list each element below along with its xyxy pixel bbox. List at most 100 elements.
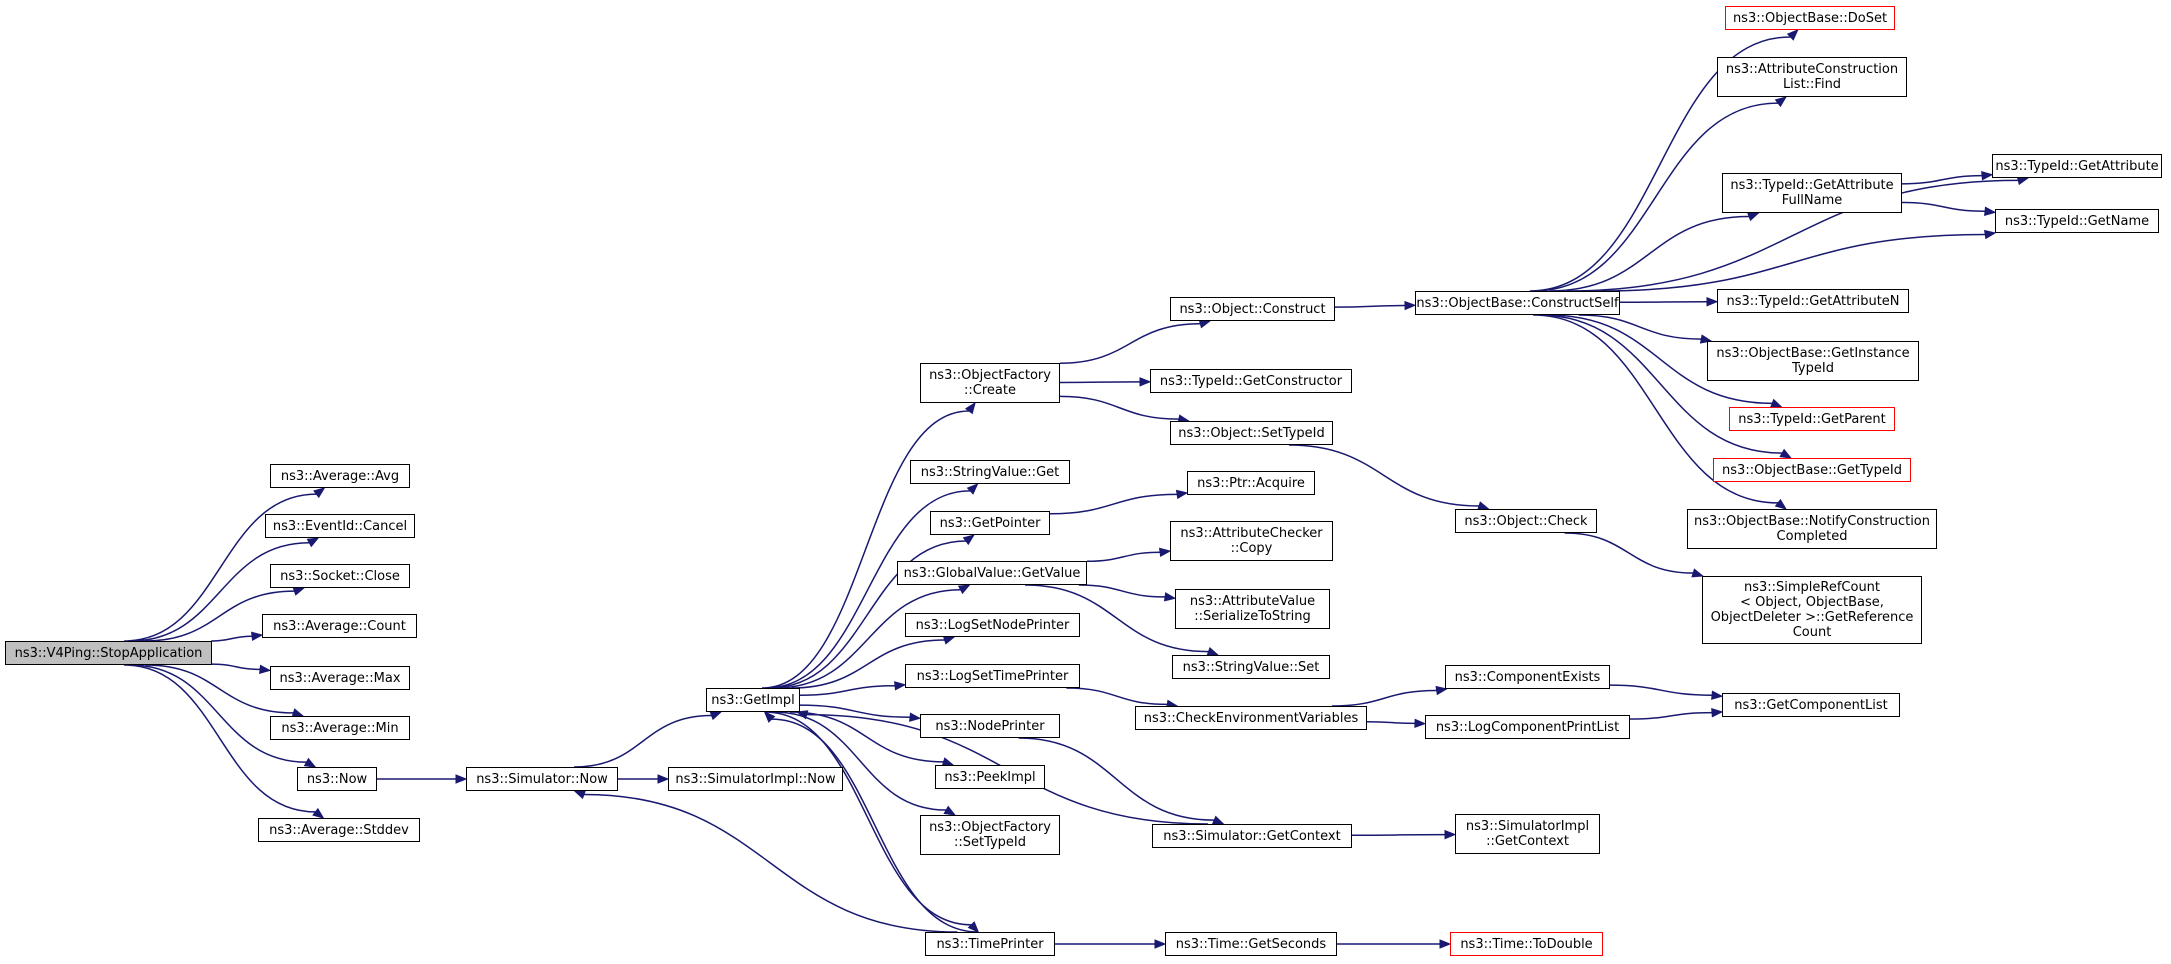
- node-checkenv[interactable]: ns3::CheckEnvironmentVariables: [1135, 706, 1367, 730]
- node-getimpl[interactable]: ns3::GetImpl: [706, 688, 800, 712]
- node-tidgetattr[interactable]: ns3::TypeId::GetAttribute: [1992, 154, 2162, 178]
- node-label: ns3::Now: [306, 771, 368, 787]
- arrowhead: [909, 712, 922, 722]
- edge-checkenv-to-logcomplist: [1366, 721, 1416, 725]
- node-label: ns3::Average::Stddev: [269, 822, 409, 838]
- node-label: ns3::TypeId::GetAttribute FullName: [1730, 178, 1894, 208]
- arrowhead: [306, 537, 320, 548]
- node-peekimpl[interactable]: ns3::PeekImpl: [935, 765, 1045, 789]
- arrowhead: [303, 757, 317, 768]
- edge-tidgetattrfull-to-tidgetattr: [1901, 174, 1983, 185]
- node-obdoset[interactable]: ns3::ObjectBase::DoSet: [1725, 6, 1895, 30]
- arrowhead: [1163, 592, 1177, 602]
- node-simnow[interactable]: ns3::Simulator::Now: [466, 767, 618, 791]
- node-label: ns3::TypeId::GetConstructor: [1159, 373, 1343, 389]
- node-ofsettypeid[interactable]: ns3::ObjectFactory ::SetTypeId: [920, 815, 1060, 855]
- node-objcheck[interactable]: ns3::Object::Check: [1455, 509, 1597, 533]
- edge-simgetctx-to-simimplgetctx: [1351, 833, 1446, 837]
- node-tidgetname[interactable]: ns3::TypeId::GetName: [1995, 209, 2159, 233]
- arrowhead: [1746, 212, 1760, 222]
- node-obgetinst[interactable]: ns3::ObjectBase::GetInstance TypeId: [1707, 341, 1919, 381]
- arrowhead: [1198, 319, 1212, 329]
- arrowhead: [962, 534, 976, 546]
- edge-getimpl-to-logsetnode: [791, 639, 945, 689]
- node-max[interactable]: ns3::Average::Max: [270, 666, 410, 690]
- node-gvgetvalue[interactable]: ns3::GlobalValue::GetValue: [897, 561, 1087, 585]
- node-srcgetref[interactable]: ns3::SimpleRefCount < Object, ObjectBase…: [1702, 576, 1922, 644]
- node-label: ns3::TimePrinter: [936, 936, 1044, 952]
- node-ptracquire[interactable]: ns3::Ptr::Acquire: [1187, 471, 1315, 495]
- node-aclfind[interactable]: ns3::AttributeConstruction List::Find: [1717, 57, 1907, 97]
- arrowhead: [1175, 489, 1189, 500]
- node-label: ns3::LogSetTimePrinter: [916, 668, 1069, 684]
- node-getpointer[interactable]: ns3::GetPointer: [930, 511, 1050, 535]
- node-simimplnow[interactable]: ns3::SimulatorImpl::Now: [668, 767, 843, 791]
- node-stddev[interactable]: ns3::Average::Stddev: [258, 818, 420, 842]
- arrowhead: [259, 664, 272, 675]
- node-accopy[interactable]: ns3::AttributeChecker ::Copy: [1170, 521, 1333, 561]
- arrowhead: [1158, 547, 1172, 558]
- arrowhead: [1984, 206, 1997, 216]
- node-label: ns3::TypeId::GetName: [2004, 213, 2150, 229]
- node-label: ns3::Object::Check: [1464, 513, 1588, 529]
- arrowhead: [1139, 377, 1152, 387]
- edge-root-to-avg: [124, 493, 317, 642]
- node-objsettypeid[interactable]: ns3::Object::SetTypeId: [1170, 421, 1333, 445]
- edge-getimpl-to-gvgetvalue: [775, 588, 961, 689]
- node-obnotify[interactable]: ns3::ObjectBase::NotifyConstruction Comp…: [1687, 509, 1937, 549]
- arrowhead: [1211, 815, 1225, 825]
- node-tidgetparent[interactable]: ns3::TypeId::GetParent: [1729, 407, 1895, 431]
- node-cancel[interactable]: ns3::EventId::Cancel: [265, 514, 415, 538]
- edge-checkenv-to-compexists: [1331, 689, 1437, 707]
- node-obgettypeid[interactable]: ns3::ObjectBase::GetTypeId: [1713, 458, 1911, 482]
- node-label: ns3::AttributeValue ::SerializeToString: [1189, 594, 1316, 624]
- node-label: ns3::ObjectBase::ConstructSelf: [1416, 295, 1619, 311]
- node-logsettime[interactable]: ns3::LogSetTimePrinter: [905, 664, 1080, 688]
- node-close[interactable]: ns3::Socket::Close: [270, 564, 410, 588]
- node-simgetctx[interactable]: ns3::Simulator::GetContext: [1152, 824, 1352, 848]
- node-logcomplist[interactable]: ns3::LogComponentPrintList: [1425, 715, 1630, 739]
- edge-obconstructself-to-tidgetattr: [1566, 179, 2019, 292]
- node-timegetsec[interactable]: ns3::Time::GetSeconds: [1165, 932, 1337, 956]
- node-timetodouble[interactable]: ns3::Time::ToDouble: [1450, 932, 1603, 956]
- node-label: ns3::Time::ToDouble: [1460, 936, 1593, 952]
- node-svget[interactable]: ns3::StringValue::Get: [910, 460, 1070, 484]
- arrowhead: [657, 774, 670, 784]
- node-root[interactable]: ns3::V4Ping::StopApplication: [5, 641, 212, 665]
- edge-nodeprinter-to-simgetctx: [1018, 737, 1215, 821]
- node-label: ns3::Object::SetTypeId: [1178, 425, 1325, 441]
- node-getcomplist[interactable]: ns3::GetComponentList: [1722, 693, 1900, 717]
- node-logsetnode[interactable]: ns3::LogSetNodePrinter: [905, 613, 1080, 637]
- node-ofcreate[interactable]: ns3::ObjectFactory ::Create: [920, 363, 1060, 403]
- node-label: ns3::TypeId::GetAttribute: [1995, 158, 2159, 174]
- node-label: ns3::Average::Count: [273, 618, 406, 634]
- node-label: ns3::ObjectBase::DoSet: [1732, 10, 1888, 26]
- node-compexists[interactable]: ns3::ComponentExists: [1445, 665, 1610, 689]
- node-nodeprinter[interactable]: ns3::NodePrinter: [920, 714, 1060, 738]
- arrowhead: [573, 790, 587, 800]
- node-avg[interactable]: ns3::Average::Avg: [270, 464, 410, 488]
- edge-getimpl-to-ofcreate: [761, 410, 970, 689]
- node-tidgetattrn[interactable]: ns3::TypeId::GetAttributeN: [1717, 289, 1909, 313]
- node-obconstructself[interactable]: ns3::ObjectBase::ConstructSelf: [1415, 291, 1620, 315]
- node-label: ns3::SimulatorImpl::Now: [675, 771, 836, 787]
- node-label: ns3::Average::Max: [279, 670, 401, 686]
- edge-objconstruct-to-obconstructself: [1334, 304, 1406, 308]
- node-min[interactable]: ns3::Average::Min: [270, 716, 410, 740]
- arrowhead: [964, 401, 976, 415]
- node-now[interactable]: ns3::Now: [297, 767, 377, 791]
- node-timeprinter[interactable]: ns3::TimePrinter: [925, 932, 1055, 956]
- arrowhead: [1981, 171, 1994, 181]
- node-tidgetattrfull[interactable]: ns3::TypeId::GetAttribute FullName: [1722, 173, 1902, 213]
- node-label: ns3::GetComponentList: [1734, 697, 1888, 713]
- node-label: ns3::EventId::Cancel: [272, 518, 408, 534]
- edge-root-to-stddev: [124, 664, 316, 813]
- node-objconstruct[interactable]: ns3::Object::Construct: [1170, 297, 1335, 321]
- node-svset[interactable]: ns3::StringValue::Set: [1172, 655, 1330, 679]
- node-avser[interactable]: ns3::AttributeValue ::SerializeToString: [1175, 589, 1330, 629]
- arrowhead: [1444, 829, 1457, 840]
- node-tidgetctor[interactable]: ns3::TypeId::GetConstructor: [1150, 369, 1352, 393]
- node-count[interactable]: ns3::Average::Count: [262, 614, 417, 638]
- node-simimplgetctx[interactable]: ns3::SimulatorImpl ::GetContext: [1455, 814, 1600, 854]
